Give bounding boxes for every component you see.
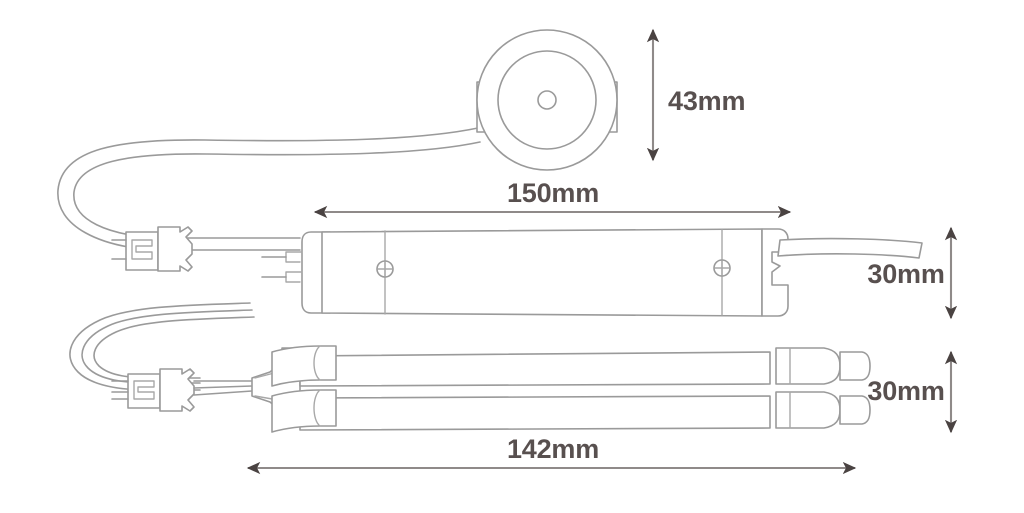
bottom-connector — [111, 368, 195, 412]
dimension-label-30mm-tube: 30mm — [867, 376, 944, 406]
dimension-label-30mm-driver: 30mm — [867, 259, 944, 289]
tube-lower — [271, 389, 871, 433]
dimension-length-150: 150mm — [313, 178, 792, 219]
tube-upper — [271, 345, 871, 387]
top-cable-loop — [57, 127, 481, 251]
dimension-label-43mm: 43mm — [668, 86, 745, 116]
dimension-width-30-tube: 30mm — [867, 350, 958, 434]
round-light-head — [476, 29, 618, 171]
driver-screw-left — [376, 260, 394, 278]
dimension-length-142: 142mm — [246, 434, 857, 475]
dimension-label-142mm: 142mm — [507, 434, 599, 464]
dimension-height-43: 43mm — [646, 28, 745, 162]
driver-screw-right — [713, 259, 731, 277]
top-connector — [111, 226, 193, 272]
dimension-label-150mm: 150mm — [507, 178, 599, 208]
bottom-cable-loop — [69, 302, 255, 391]
driver-output-cable — [777, 237, 923, 259]
dimension-width-30-driver: 30mm — [867, 226, 958, 320]
driver-housing — [261, 228, 789, 317]
